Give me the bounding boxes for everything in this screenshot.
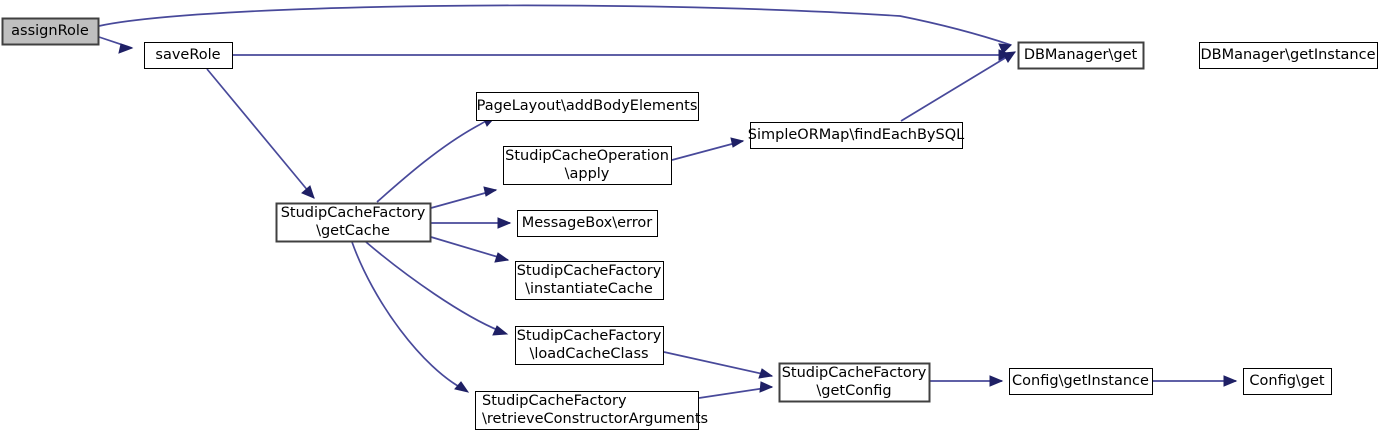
edge-line bbox=[98, 4, 1012, 46]
node-label-line: MessageBox\error bbox=[522, 215, 653, 231]
node-label-line: \retrieveConstructorArguments bbox=[482, 411, 708, 427]
edge-line bbox=[206, 68, 315, 199]
node-label-line: Config\get bbox=[1249, 373, 1325, 389]
arrowhead-icon bbox=[730, 137, 745, 148]
node-studipcachefactory_instantiatecache[interactable]: StudipCacheFactory \instantiateCache bbox=[515, 261, 664, 300]
node-box[interactable] bbox=[503, 146, 672, 185]
node-box[interactable] bbox=[1, 17, 100, 46]
node-box[interactable] bbox=[144, 42, 233, 69]
arrowhead-icon bbox=[1002, 51, 1017, 63]
edge-studipcachefactory_getcache-to-messagebox_error bbox=[431, 217, 512, 229]
edge-line bbox=[430, 236, 509, 261]
node-label-line: \getConfig bbox=[816, 383, 891, 399]
node-box[interactable] bbox=[476, 92, 699, 121]
node-box[interactable] bbox=[275, 202, 432, 243]
edge-studipcachefactory_getcache-to-studipcacheoperation_apply bbox=[430, 186, 498, 209]
node-label-line: DBManager\get bbox=[1024, 47, 1138, 63]
node-box[interactable] bbox=[515, 326, 664, 365]
arrowhead-icon bbox=[301, 185, 315, 199]
node-simpleormap_findeachbysql[interactable]: SimpleORMap\findEachBySQL bbox=[748, 122, 964, 149]
node-label-line: StudipCacheOperation bbox=[505, 148, 669, 164]
nodes-layer: assignRole saveRole DBManager\get DBManager… bbox=[1, 17, 1378, 430]
node-label-line: \loadCacheClass bbox=[529, 346, 648, 362]
edge-saveRole-to-dbmanager_get bbox=[233, 49, 1013, 61]
node-saveRole[interactable]: saveRole bbox=[144, 42, 233, 69]
node-label-line: SimpleORMap\findEachBySQL bbox=[748, 127, 964, 143]
arrowhead-icon bbox=[497, 217, 512, 229]
edges-layer bbox=[98, 4, 1238, 399]
arrowhead-icon bbox=[118, 43, 134, 54]
node-dbmanager_get[interactable]: DBManager\get bbox=[1017, 41, 1145, 70]
node-label-line: StudipCacheFactory bbox=[517, 263, 662, 279]
node-box[interactable] bbox=[778, 362, 931, 403]
edge-line bbox=[365, 241, 501, 332]
node-box[interactable] bbox=[1199, 42, 1378, 69]
node-config_get[interactable]: Config\get bbox=[1243, 368, 1332, 395]
node-label-line: Config\getInstance bbox=[1012, 373, 1149, 389]
edge-studipcachefactory_getcache-to-pagelayout_addbodyelements bbox=[376, 116, 497, 203]
edge-line bbox=[376, 116, 496, 203]
edge-studipcacheoperation_apply-to-simpleormap_findeachbysql bbox=[671, 137, 745, 161]
edge-studipcachefactory_retrieveconstructorarguments-to-studipcachefactory_getconfig bbox=[698, 381, 774, 399]
node-studipcacheoperation_apply[interactable]: StudipCacheOperation \apply bbox=[503, 146, 672, 185]
arrowhead-icon bbox=[483, 186, 498, 197]
edge-studipcachefactory_loadcacheclass-to-studipcachefactory_getconfig bbox=[663, 351, 774, 379]
edge-simpleormap_findeachbysql-to-dbmanager_get bbox=[900, 51, 1017, 122]
edge-line bbox=[663, 351, 773, 377]
edge-studipcachefactory_getcache-to-studipcachefactory_instantiatecache bbox=[430, 236, 510, 263]
edge-config_getinstance-to-config_get bbox=[1153, 375, 1238, 387]
node-label-line: StudipCacheFactory bbox=[482, 393, 627, 409]
node-pagelayout_addbodyelements[interactable]: PageLayout\addBodyElements bbox=[476, 92, 699, 121]
arrowhead-icon bbox=[989, 375, 1004, 387]
node-box[interactable] bbox=[1243, 368, 1332, 395]
edge-line bbox=[351, 241, 466, 391]
node-studipcachefactory_getconfig[interactable]: StudipCacheFactory \getConfig bbox=[778, 362, 931, 403]
edge-assignRole-to-dbmanager_get bbox=[98, 4, 1013, 54]
arrowhead-icon bbox=[759, 381, 774, 393]
edge-saveRole-to-studipcachefactory_getcache bbox=[206, 68, 315, 199]
node-label-line: StudipCacheFactory bbox=[782, 365, 927, 381]
node-box[interactable] bbox=[515, 261, 664, 300]
node-label-line: assignRole bbox=[11, 23, 89, 39]
edge-line bbox=[900, 51, 1016, 122]
node-label-line: \apply bbox=[565, 166, 610, 182]
node-studipcachefactory_getcache[interactable]: StudipCacheFactory \getCache bbox=[275, 202, 432, 243]
node-box[interactable] bbox=[1017, 41, 1145, 70]
edge-studipcachefactory_getcache-to-studipcachefactory_loadcacheclass bbox=[365, 241, 509, 336]
arrowhead-icon bbox=[494, 252, 510, 263]
arrowhead-icon bbox=[454, 381, 470, 393]
node-label-line: PageLayout\addBodyElements bbox=[477, 98, 698, 114]
node-studipcachefactory_loadcacheclass[interactable]: StudipCacheFactory \loadCacheClass bbox=[515, 326, 664, 365]
node-label-line: \instantiateCache bbox=[525, 281, 653, 297]
node-assignRole[interactable]: assignRole bbox=[1, 17, 100, 46]
node-label-line: StudipCacheFactory bbox=[517, 328, 662, 344]
node-config_getinstance[interactable]: Config\getInstance bbox=[1009, 368, 1153, 395]
node-box[interactable] bbox=[517, 210, 658, 237]
node-dbmanager_getinstance[interactable]: DBManager\getInstance bbox=[1199, 42, 1378, 69]
edge-line bbox=[671, 140, 744, 161]
arrowhead-icon bbox=[1223, 375, 1238, 387]
edge-studipcachefactory_getcache-to-studipcachefactory_retrieveconstructorarguments bbox=[351, 241, 470, 393]
node-label-line: \getCache bbox=[316, 223, 390, 239]
node-box[interactable] bbox=[475, 391, 699, 430]
arrowhead-icon bbox=[758, 368, 774, 379]
node-box[interactable] bbox=[1009, 368, 1153, 395]
node-label-line: DBManager\getInstance bbox=[1200, 47, 1375, 63]
edge-studipcachefactory_getconfig-to-config_getinstance bbox=[930, 375, 1004, 387]
edge-assignRole-to-saveRole bbox=[98, 36, 134, 54]
node-box[interactable] bbox=[750, 122, 963, 149]
node-messagebox_error[interactable]: MessageBox\error bbox=[517, 210, 658, 237]
node-label-line: StudipCacheFactory bbox=[281, 205, 426, 221]
arrowhead-icon bbox=[492, 325, 509, 336]
node-label-line: saveRole bbox=[155, 47, 220, 63]
node-studipcachefactory_retrieveconstructorarguments[interactable]: StudipCacheFactory \retrieveConstructorAr… bbox=[475, 391, 709, 430]
